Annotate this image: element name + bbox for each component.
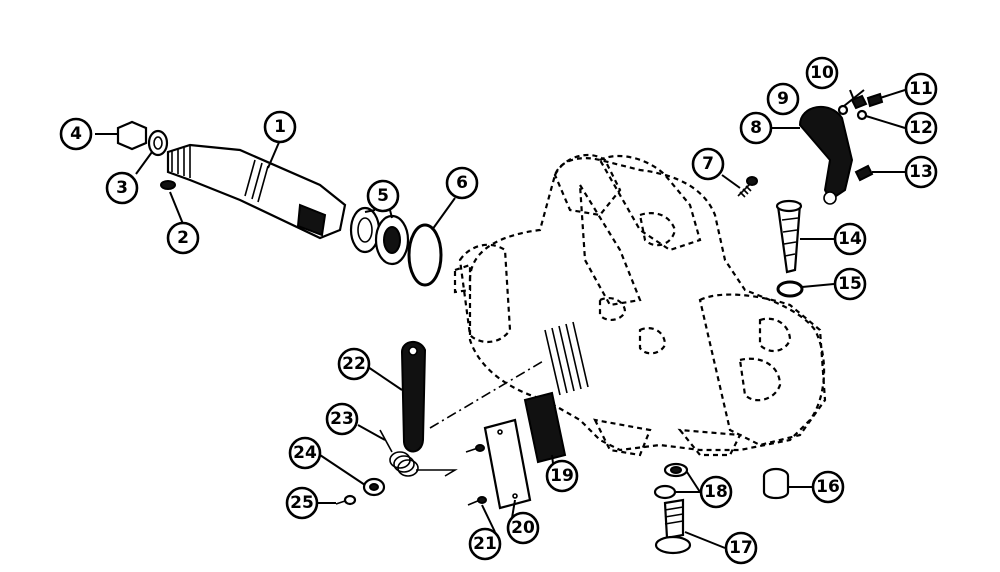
callout-label: 1 — [274, 117, 286, 137]
callouts: 1 2 3 4 5 6 7 8 9 10 11 12 13 14 15 16 1… — [59, 56, 938, 565]
washer — [147, 129, 169, 157]
pump-housing — [453, 153, 827, 457]
bushing — [362, 477, 386, 497]
callout-label: 23 — [330, 409, 354, 429]
callout-8: 8 — [739, 111, 773, 145]
callout-7: 7 — [691, 147, 725, 181]
callout-label: 21 — [473, 534, 497, 554]
callout-label: 15 — [838, 274, 862, 294]
callout-21: 21 — [468, 527, 502, 561]
assembly-centerline — [429, 359, 546, 429]
return-spring — [379, 429, 458, 477]
callout-label: 24 — [293, 443, 317, 463]
callout-label: 7 — [702, 154, 714, 174]
seals — [349, 206, 410, 266]
callout-25: 25 — [285, 486, 319, 520]
callout-3: 3 — [105, 171, 139, 205]
callout-label: 2 — [177, 228, 189, 248]
callout-2: 2 — [166, 221, 200, 255]
callout-1: 1 — [263, 110, 297, 144]
callout-4: 4 — [59, 117, 93, 151]
screw-10 — [850, 94, 868, 110]
cover-gasket — [523, 391, 567, 464]
callout-20: 20 — [506, 511, 540, 545]
callout-5: 5 — [366, 179, 400, 213]
plug — [762, 467, 790, 500]
callout-6: 6 — [445, 166, 479, 200]
callout-16: 16 — [811, 470, 845, 504]
callout-13: 13 — [904, 155, 938, 189]
callout-12: 12 — [904, 111, 938, 145]
callout-14: 14 — [833, 222, 867, 256]
washer-12 — [856, 109, 868, 121]
o-ring — [407, 223, 443, 287]
callout-label: 6 — [456, 173, 468, 193]
callout-10: 10 — [805, 56, 839, 90]
screw-13 — [854, 164, 874, 182]
cover-screws — [465, 444, 487, 506]
callout-label: 9 — [777, 89, 789, 109]
washer-9 — [837, 104, 849, 116]
nut — [116, 120, 148, 151]
callout-24: 24 — [288, 436, 322, 470]
callout-label: 10 — [810, 63, 834, 83]
callout-9: 9 — [766, 82, 800, 116]
callout-label: 16 — [816, 477, 840, 497]
callout-label: 19 — [550, 466, 574, 486]
callout-label: 25 — [290, 493, 314, 513]
callout-label: 22 — [342, 354, 366, 374]
callout-label: 8 — [750, 118, 762, 138]
callout-22: 22 — [337, 347, 371, 381]
sealing-washers — [653, 462, 689, 500]
cover-plate — [483, 418, 532, 510]
callout-label: 12 — [909, 118, 933, 138]
callout-label: 18 — [704, 482, 728, 502]
strainer-o-ring — [776, 280, 804, 298]
callout-label: 3 — [116, 178, 128, 198]
throttle-lever — [798, 105, 854, 205]
callout-label: 14 — [838, 229, 862, 249]
callout-17: 17 — [724, 531, 758, 565]
drive-shaft — [166, 143, 347, 240]
callout-label: 11 — [909, 79, 933, 99]
callout-15: 15 — [833, 267, 867, 301]
woodruff-key — [160, 180, 176, 190]
callout-19: 19 — [545, 459, 579, 493]
callout-label: 13 — [909, 162, 933, 182]
callout-label: 5 — [377, 186, 389, 206]
screw-25 — [335, 494, 357, 506]
pump-spring-region — [544, 321, 589, 396]
callout-label: 17 — [729, 538, 753, 558]
leader-lines — [95, 89, 906, 549]
callout-11: 11 — [904, 72, 938, 106]
callout-18: 18 — [699, 475, 733, 509]
shutoff-lever — [400, 341, 427, 453]
screw-11 — [866, 92, 884, 108]
callout-23: 23 — [325, 402, 359, 436]
callout-label: 20 — [511, 518, 535, 538]
callout-label: 4 — [70, 124, 82, 144]
fuel-inlet-strainer — [775, 199, 803, 274]
screw-7 — [737, 176, 758, 198]
bolt — [654, 498, 692, 555]
